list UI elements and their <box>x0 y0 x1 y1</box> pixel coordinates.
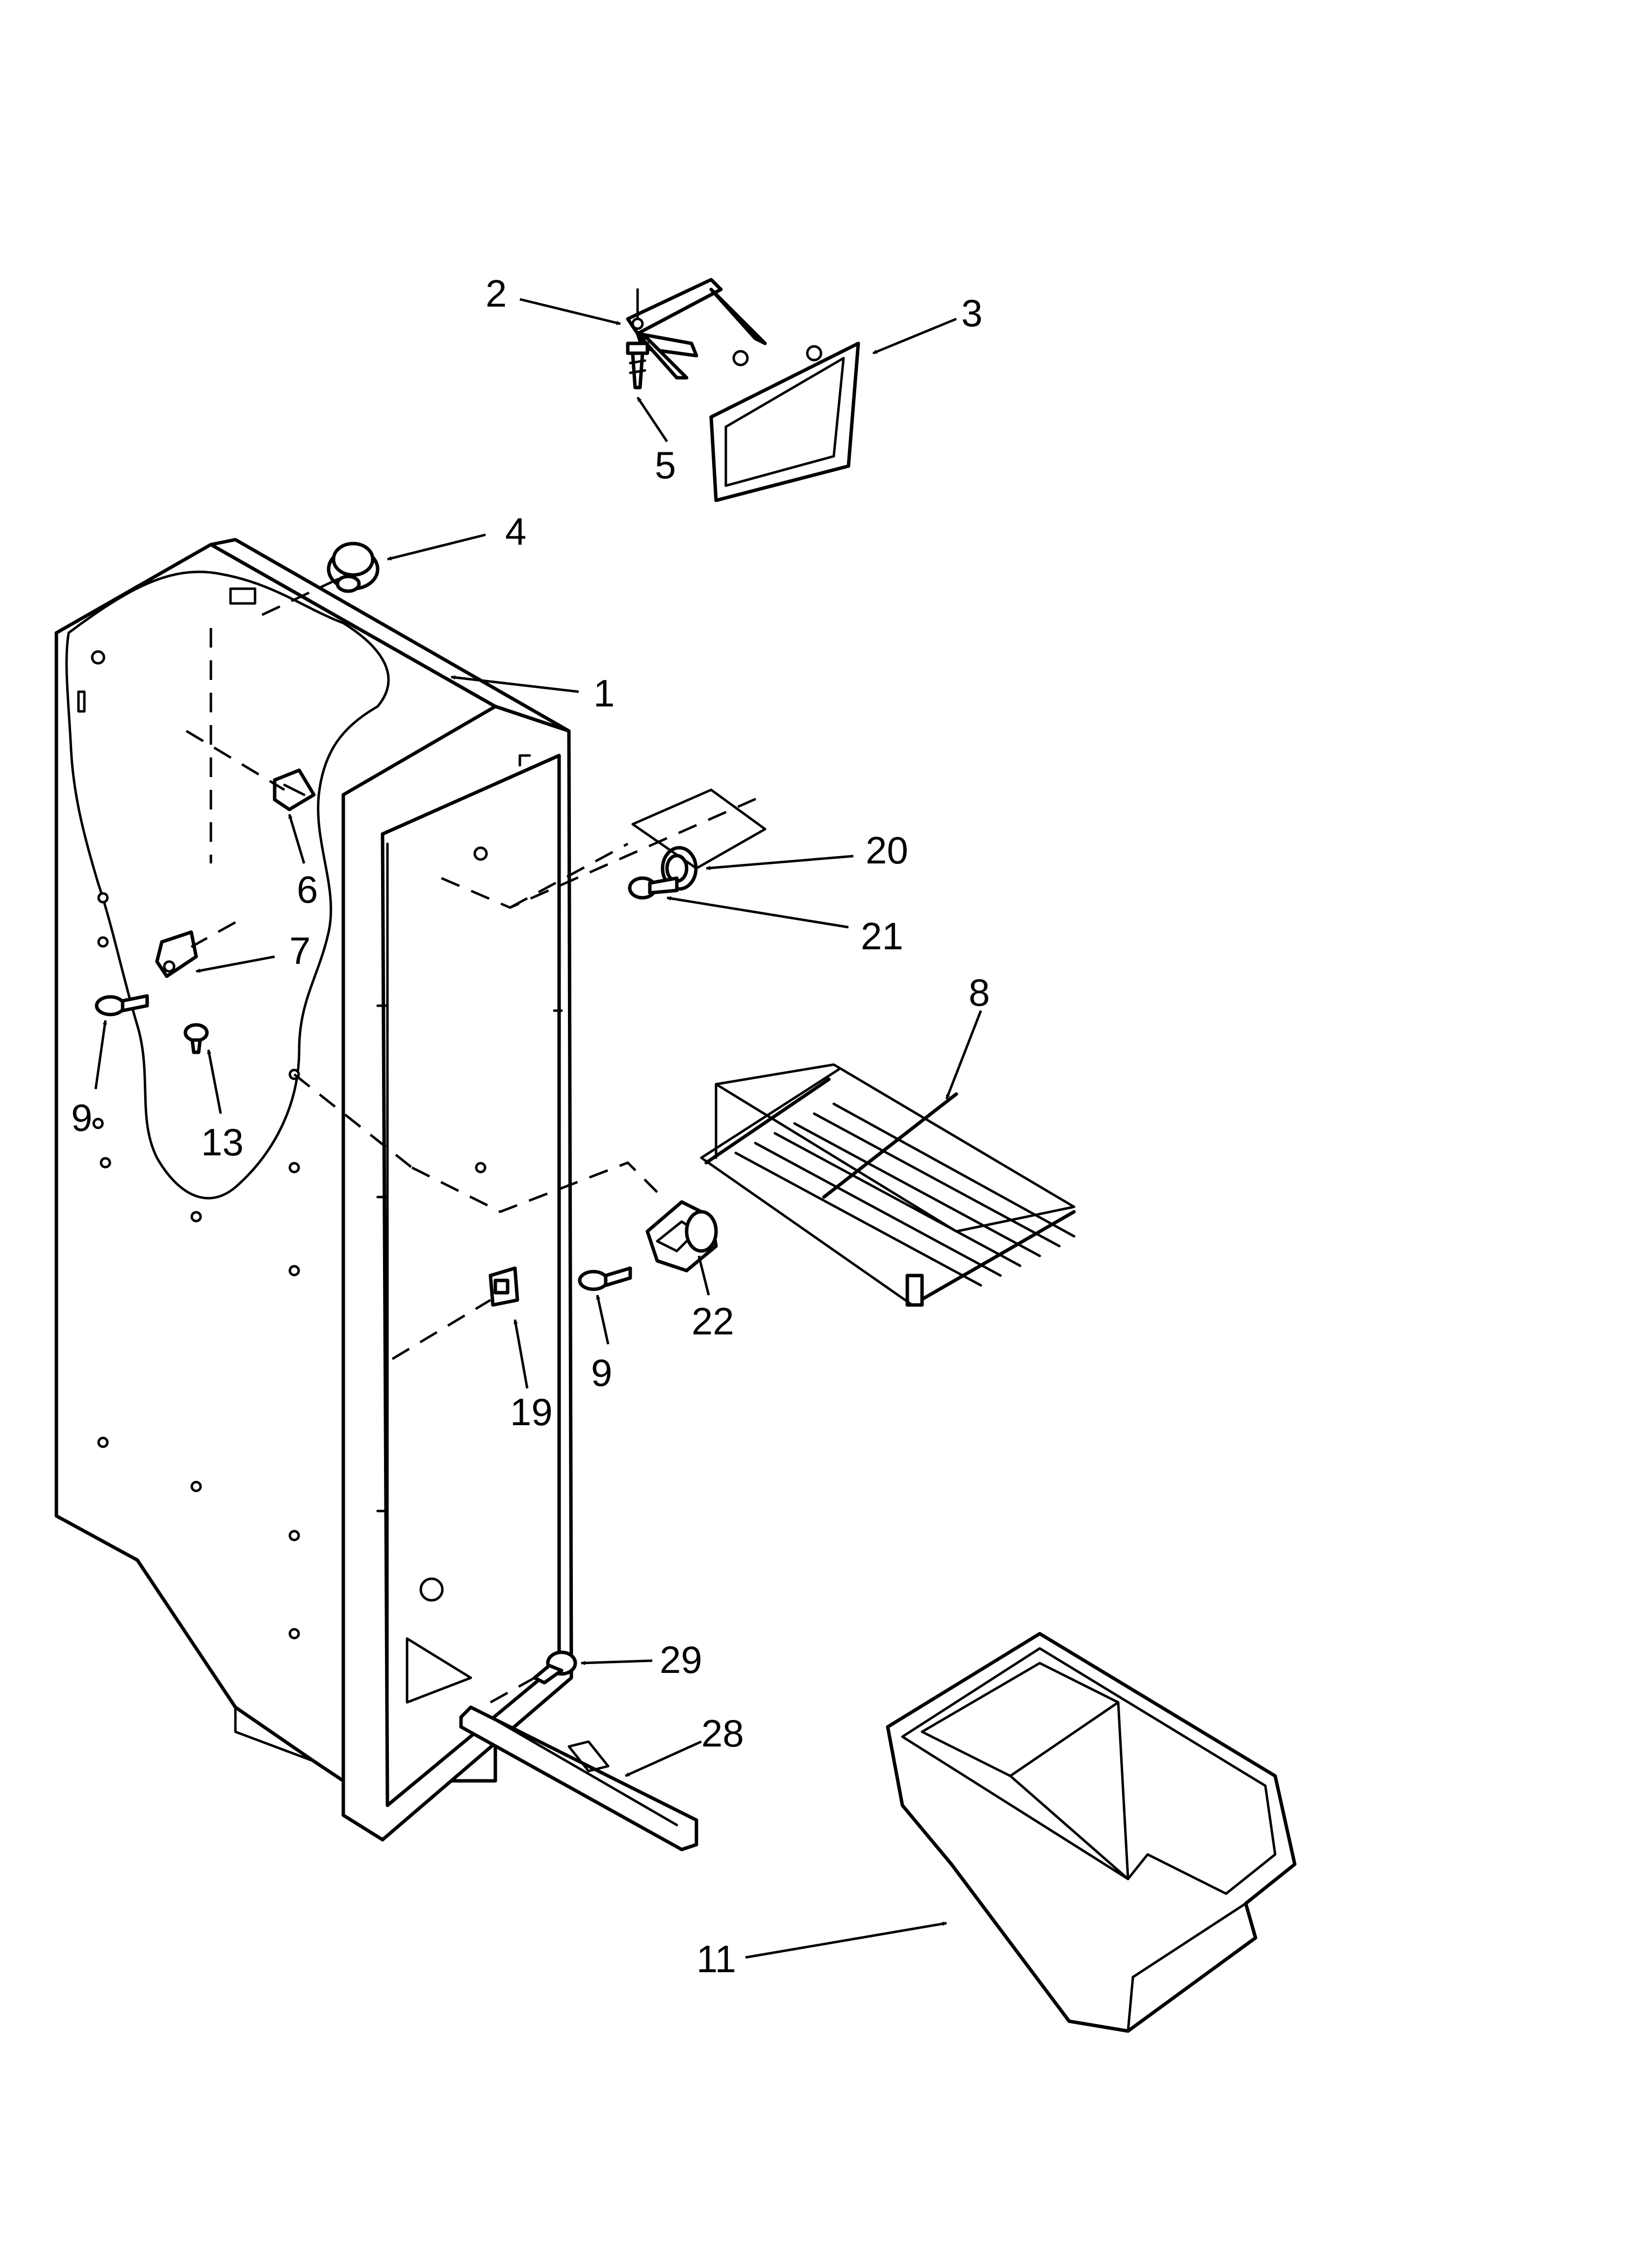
bracket-screw <box>626 341 649 390</box>
callout-3: 3 <box>961 291 982 335</box>
callout-29: 29 <box>660 1638 702 1681</box>
freezer-liner <box>54 538 573 1842</box>
callout-9-left: 9 <box>71 1096 92 1139</box>
screw-9-right <box>578 1266 632 1291</box>
callout-28: 28 <box>701 1712 744 1755</box>
clip-7 <box>155 930 198 978</box>
light-shield <box>709 341 860 502</box>
callout-4: 4 <box>505 510 526 553</box>
clip-6 <box>273 768 316 811</box>
callout-9-right: 9 <box>591 1351 612 1394</box>
screw-9-left <box>95 994 149 1017</box>
callout-21: 21 <box>861 914 903 958</box>
screw-21 <box>628 876 679 900</box>
shelf-bracket-22 <box>645 1200 718 1273</box>
light-socket <box>327 542 380 593</box>
callout-2: 2 <box>486 272 507 315</box>
callout-5: 5 <box>655 443 676 487</box>
assembly-lines <box>185 577 767 1704</box>
callout-1: 1 <box>593 672 615 715</box>
screw-29 <box>533 1650 577 1685</box>
callout-19: 19 <box>510 1390 553 1434</box>
callout-20: 20 <box>866 829 908 872</box>
screw-13 <box>183 1023 209 1054</box>
bottom-bracket-28 <box>459 1705 698 1851</box>
light-switch <box>488 1266 519 1307</box>
storage-bin <box>886 1632 1297 2033</box>
callout-13: 13 <box>201 1121 244 1164</box>
callout-22: 22 <box>692 1300 734 1343</box>
callout-8: 8 <box>969 971 990 1014</box>
leader-lines <box>94 298 982 1959</box>
callout-6: 6 <box>297 868 318 911</box>
callout-11: 11 <box>696 1937 736 1981</box>
upper-bracket <box>626 278 767 380</box>
callout-labels: 1 2 3 4 5 6 7 8 9 9 11 13 19 20 21 22 28… <box>71 272 990 1981</box>
wire-shelf <box>700 1063 1076 1307</box>
callout-7: 7 <box>289 929 310 972</box>
